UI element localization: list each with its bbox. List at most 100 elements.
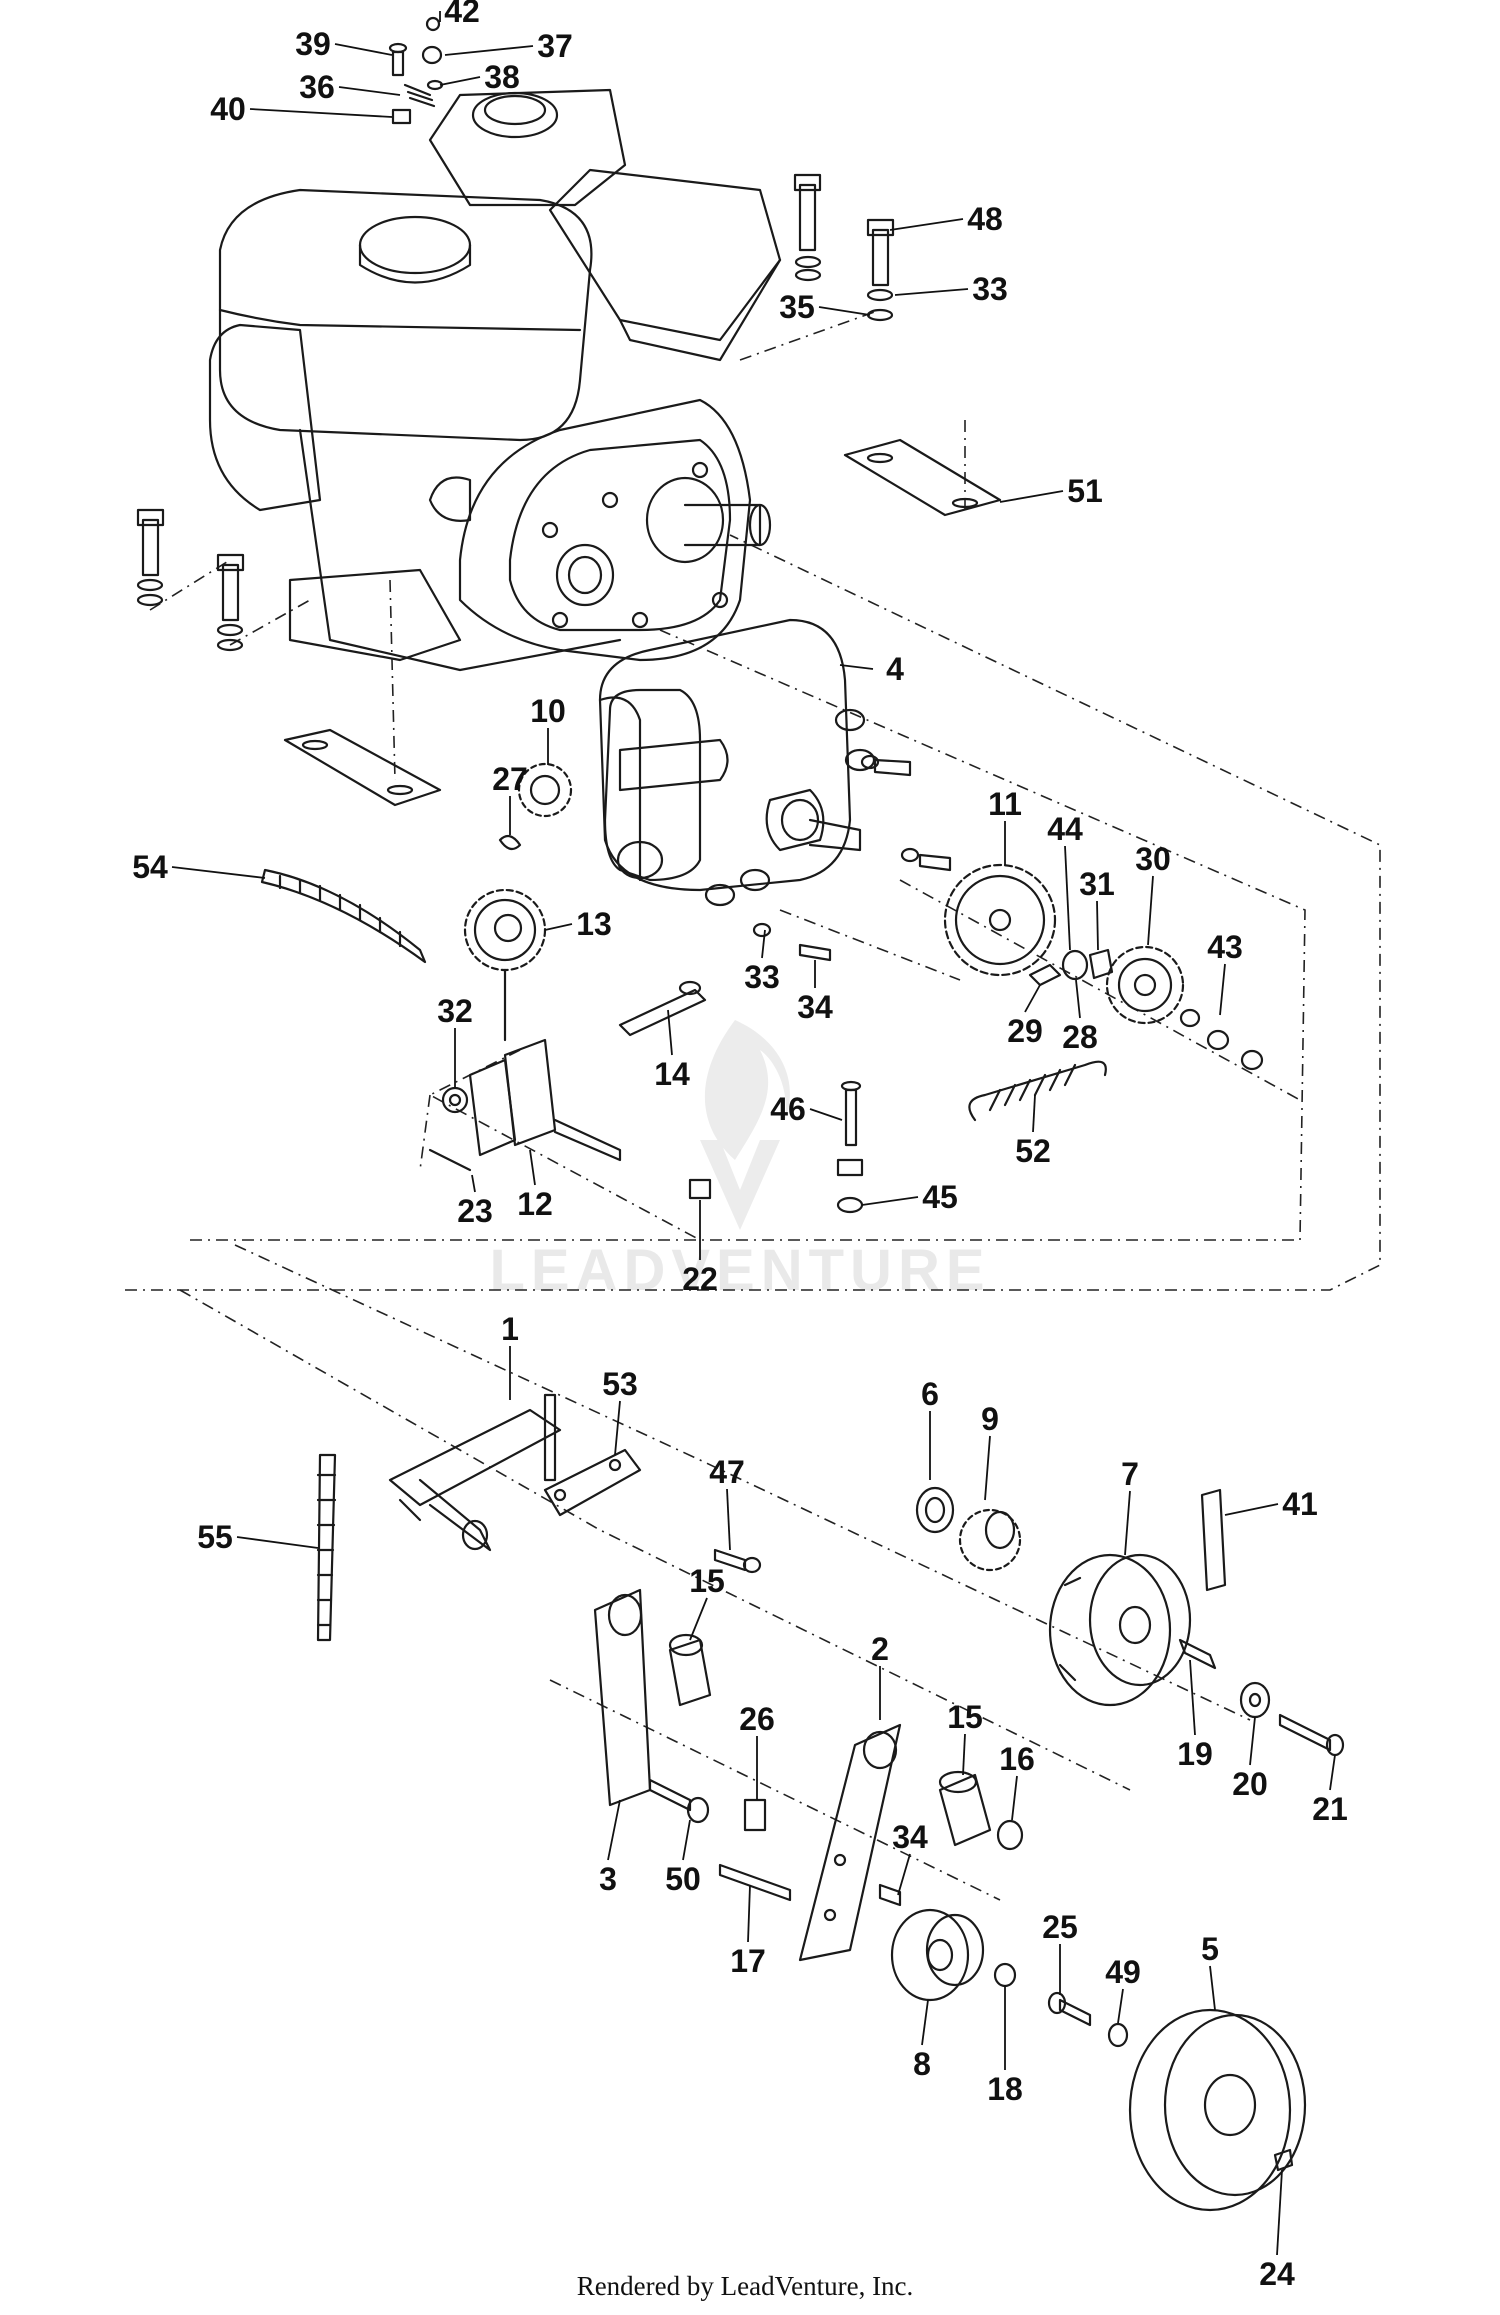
callout-54: 54 — [132, 849, 168, 885]
callout-9: 9 — [981, 1401, 999, 1437]
callout-50: 50 — [665, 1861, 701, 1897]
callout-12: 12 — [517, 1186, 553, 1222]
sprocket-30 — [1105, 945, 1264, 1071]
callout-28: 28 — [1062, 1019, 1098, 1055]
callout-32: 32 — [437, 993, 473, 1029]
callout-26: 26 — [739, 1701, 775, 1737]
callout-20: 20 — [1232, 1766, 1268, 1802]
pulley-7 — [1048, 1553, 1192, 1707]
callout-3: 3 — [599, 1861, 617, 1897]
key-41 — [1200, 1488, 1227, 1592]
callout-leader-12 — [529, 1149, 536, 1186]
callout-15a: 15 — [689, 1563, 725, 1599]
callout-leader-23 — [471, 1174, 476, 1193]
callout-8: 8 — [913, 2046, 931, 2082]
callout-18: 18 — [987, 2071, 1023, 2107]
callout-leader-9 — [984, 1435, 991, 1501]
watermark-text: LEADVENTURE — [489, 1238, 990, 1303]
callout-33b: 33 — [972, 271, 1008, 307]
callout-leader-34b — [897, 1853, 911, 1896]
callout-leader-41 — [1224, 1503, 1279, 1516]
callout-34a: 34 — [797, 989, 833, 1025]
callout-21: 21 — [1312, 1791, 1348, 1827]
callout-43: 43 — [1207, 929, 1243, 965]
callout-35: 35 — [779, 289, 815, 325]
callout-17: 17 — [730, 1943, 766, 1979]
callout-leader-28 — [1075, 979, 1081, 1019]
callout-42: 42 — [444, 0, 480, 29]
bolt-50 — [648, 1778, 710, 1824]
callout-1: 1 — [501, 1311, 519, 1347]
bearing-6-sprocket-9 — [915, 1486, 1022, 1572]
callout-44: 44 — [1047, 811, 1083, 847]
callout-leader-55 — [236, 1536, 319, 1549]
callout-leader-37 — [444, 45, 534, 56]
callout-leader-44 — [1064, 845, 1071, 951]
callout-47: 47 — [709, 1454, 745, 1490]
callout-leader-17 — [747, 1884, 751, 1943]
callout-leader-40 — [249, 108, 393, 118]
key-19 — [1178, 1638, 1217, 1670]
callout-leader-29 — [1024, 984, 1041, 1013]
callout-11: 11 — [988, 786, 1022, 822]
callout-10: 10 — [530, 693, 566, 729]
callout-6: 6 — [921, 1376, 939, 1412]
callout-51: 51 — [1067, 473, 1103, 509]
callout-leader-16 — [1011, 1775, 1018, 1821]
watermark-flame-logo — [700, 1020, 790, 1230]
callout-36: 36 — [299, 69, 335, 105]
callout-leader-5 — [1209, 1965, 1216, 2011]
callout-40: 40 — [210, 91, 246, 127]
assembly-lines — [125, 309, 1381, 1901]
bushing-15b — [938, 1770, 1024, 1851]
callout-leader-7 — [1124, 1490, 1131, 1556]
plate-53 — [543, 1448, 642, 1517]
engine — [208, 88, 782, 672]
callout-39: 39 — [295, 26, 331, 62]
callout-31: 31 — [1079, 866, 1115, 902]
gearbox — [598, 618, 876, 907]
callout-leader-15b — [962, 1733, 966, 1776]
footer-credit: Rendered by LeadVenture, Inc. — [577, 2271, 914, 2301]
plate-left — [283, 728, 442, 807]
callout-leader-49 — [1117, 1988, 1124, 2024]
callout-45: 45 — [922, 1179, 958, 1215]
plate-51 — [843, 438, 1002, 517]
bracket-12 — [428, 1038, 622, 1172]
callout-leader-47 — [726, 1488, 731, 1551]
frame-1 — [388, 1393, 562, 1552]
callout-38: 38 — [484, 59, 520, 95]
callout-leader-30 — [1147, 875, 1154, 946]
arm-2 — [798, 1723, 902, 1962]
small-hardware-lower — [718, 1798, 902, 1907]
callout-22: 22 — [682, 1261, 718, 1297]
callout-48: 48 — [967, 201, 1003, 237]
callout-4: 4 — [886, 651, 904, 687]
mounting-plates — [283, 438, 1002, 807]
callout-46: 46 — [770, 1091, 806, 1127]
callout-leader-35 — [818, 306, 871, 316]
callout-leader-50 — [682, 1819, 691, 1861]
callout-29: 29 — [1007, 1013, 1043, 1049]
callout-5: 5 — [1201, 1931, 1219, 1967]
callout-leader-52 — [1032, 1094, 1036, 1133]
arm-3 — [593, 1588, 652, 1807]
callout-25: 25 — [1042, 1909, 1078, 1945]
washer-20-bolt-21 — [1239, 1681, 1345, 1757]
callout-52: 52 — [1015, 1133, 1051, 1169]
bolt-46-nuts — [688, 1080, 864, 1214]
callout-leader-45 — [861, 1196, 919, 1206]
pulley-5 — [1047, 1991, 1307, 2212]
callout-leader-46 — [809, 1108, 843, 1121]
sprocket-10 — [498, 762, 573, 851]
callout-leader-14 — [667, 1009, 673, 1056]
callout-leader-24 — [1276, 2169, 1283, 2256]
key-29 — [1028, 963, 1062, 987]
callout-leader-33a — [761, 929, 766, 959]
callout-leader-51 — [999, 490, 1064, 503]
callout-leader-31 — [1096, 900, 1099, 951]
callout-49: 49 — [1105, 1954, 1141, 1990]
callout-leader-38 — [439, 76, 481, 86]
callout-7: 7 — [1121, 1456, 1139, 1492]
top-hardware — [136, 16, 895, 652]
